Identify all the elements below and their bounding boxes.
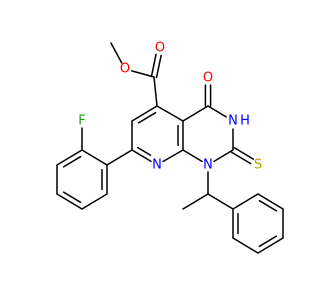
ester-oxygen-label: O [120, 62, 130, 77]
bond [232, 237, 259, 254]
bond [62, 155, 82, 168]
bond [131, 105, 158, 122]
bond [62, 191, 82, 204]
bond [56, 193, 83, 210]
bond [130, 70, 155, 78]
bond [81, 193, 108, 210]
bond [137, 111, 157, 124]
bond [182, 105, 209, 122]
bond [155, 54, 162, 79]
ring-nitrogen-label: N [152, 158, 162, 173]
bond [258, 235, 278, 248]
bond [153, 76, 158, 107]
bond [258, 199, 278, 212]
bond [230, 151, 252, 165]
bond [156, 105, 184, 122]
bond [136, 146, 152, 157]
bond [162, 149, 184, 163]
thione-sulfur-label: S [254, 158, 262, 173]
bond [81, 149, 108, 166]
fluorine-label: F [78, 114, 85, 129]
carbonyl-oxygen-label: O [155, 41, 165, 56]
bond [233, 147, 255, 160]
keto-oxygen-label: O [203, 71, 213, 86]
nh-hydrogen-label: H [240, 114, 250, 129]
nh-nitrogen-label: N [228, 114, 238, 129]
bond [232, 193, 259, 210]
bond [131, 149, 152, 163]
bond [110, 42, 123, 64]
bond [213, 149, 234, 163]
bond [182, 149, 203, 163]
bond [150, 53, 157, 78]
bond [207, 105, 227, 118]
bond [257, 193, 284, 210]
bond [207, 193, 234, 210]
bond [106, 149, 133, 166]
bond [257, 237, 284, 254]
bond [182, 193, 209, 210]
bond [56, 149, 83, 166]
n1-nitrogen-label: N [203, 158, 213, 173]
